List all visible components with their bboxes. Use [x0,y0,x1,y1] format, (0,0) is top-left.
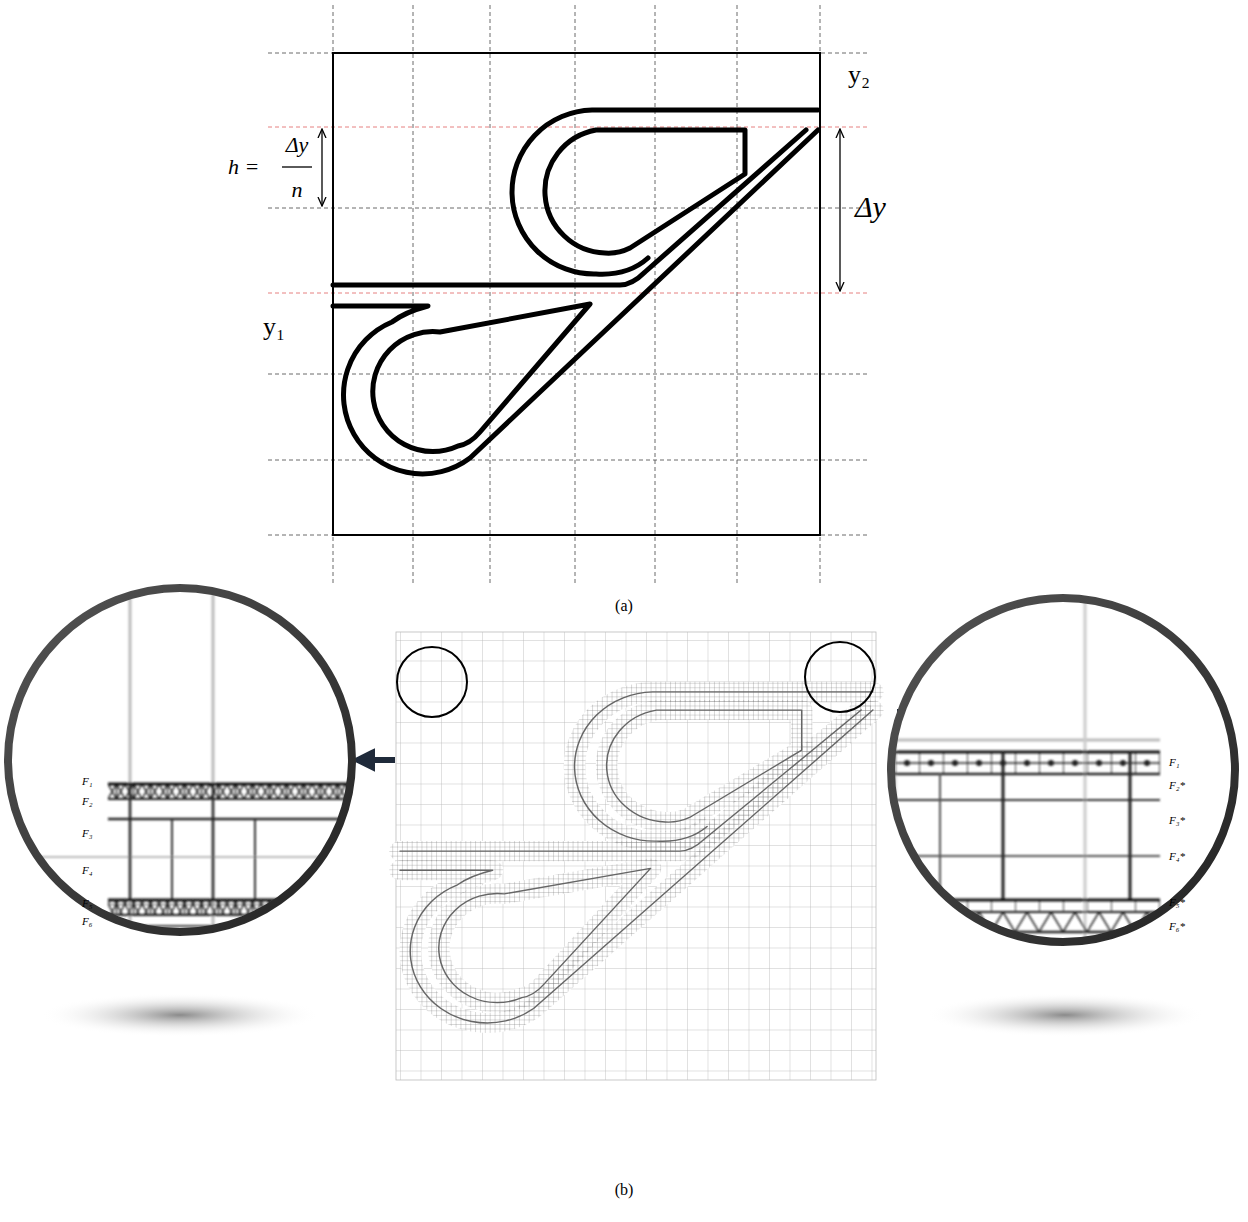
subfigure-caption: (b) [615,1182,634,1198]
face-label: F₅* [1169,897,1185,908]
face-label: F₆* [1169,921,1185,932]
face-label: F₁ [82,776,93,787]
face-label: F₅ [82,898,93,909]
face-label: F₃ [82,828,93,839]
dimension-label: Δy [855,192,886,222]
face-label: F₄* [1169,851,1185,862]
face-label: F₃* [1169,815,1185,826]
formula-denominator: n [292,179,303,201]
port-label: y₁ [263,314,285,340]
face-label: F₄ [82,865,93,876]
subfigure-caption: (a) [615,598,633,614]
formula-numerator: Δy [286,134,309,156]
formula: h = [228,156,259,178]
face-label: F₆ [82,916,93,927]
face-label: F₁ [1169,757,1180,768]
face-label: F₂ [82,796,93,807]
face-label: F₂* [1169,780,1185,791]
port-label: y₂ [848,62,870,88]
